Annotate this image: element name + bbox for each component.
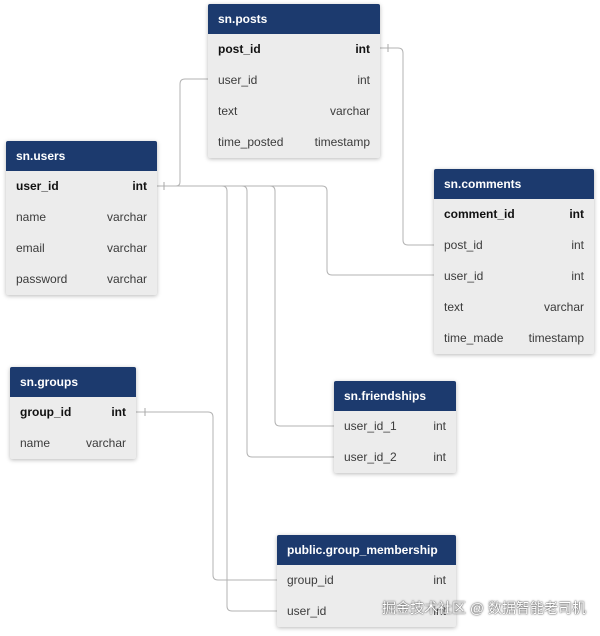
column-type: int — [569, 207, 584, 221]
connector-users-posts — [157, 78, 208, 187]
table-title: sn.posts — [208, 4, 380, 34]
column-name: user_id_2 — [344, 450, 397, 464]
column-name: user_id_1 — [344, 419, 397, 433]
connector-users-friendships-2 — [157, 185, 334, 458]
column-type: varchar — [543, 300, 584, 314]
column-name: text — [218, 104, 238, 118]
column-type: int — [357, 73, 370, 87]
column-row[interactable]: password varchar — [6, 264, 157, 295]
column-name: user_id — [287, 604, 327, 618]
column-row[interactable]: time_posted timestamp — [208, 127, 380, 158]
table-title: sn.users — [6, 141, 157, 171]
connector-groups-membership — [136, 411, 277, 581]
column-row[interactable]: name varchar — [6, 202, 157, 233]
column-type: int — [355, 42, 370, 56]
table-sn-users[interactable]: sn.users user_id int name varchar email varch… — [6, 141, 157, 295]
column-type: varchar — [106, 272, 147, 286]
column-name: time_posted — [218, 135, 284, 149]
connector-users-comments — [157, 185, 434, 276]
column-name: comment_id — [444, 207, 515, 221]
column-name: group_id — [20, 405, 72, 419]
column-name: time_made — [444, 331, 504, 345]
column-row[interactable]: post_id int — [208, 34, 380, 65]
column-row[interactable]: post_id int — [434, 230, 594, 261]
column-name: text — [444, 300, 464, 314]
table-title: sn.comments — [434, 169, 594, 199]
column-type: int — [111, 405, 126, 419]
column-row[interactable]: email varchar — [6, 233, 157, 264]
connector-users-friendships-1 — [157, 185, 334, 427]
column-row[interactable]: name varchar — [10, 428, 136, 459]
column-type: int — [433, 419, 446, 433]
connector-users-membership — [157, 185, 277, 612]
column-type: int — [433, 604, 446, 618]
table-sn-groups[interactable]: sn.groups group_id int name varchar — [10, 367, 136, 459]
column-type: int — [132, 179, 147, 193]
watermark: 掘金技术社区 @ 数据智能老司机 — [382, 600, 586, 616]
column-row[interactable]: user_id_1 int — [334, 411, 456, 442]
column-name: post_id — [444, 238, 483, 252]
column-type: timestamp — [528, 331, 584, 345]
column-name: user_id — [444, 269, 484, 283]
column-row[interactable]: time_made timestamp — [434, 323, 594, 354]
table-title: public.group_membership — [277, 535, 456, 565]
column-name: post_id — [218, 42, 261, 56]
column-row[interactable]: group_id int — [277, 565, 456, 596]
column-row[interactable]: text varchar — [434, 292, 594, 323]
column-type: int — [571, 238, 584, 252]
column-name: email — [16, 241, 45, 255]
column-name: password — [16, 272, 68, 286]
column-row[interactable]: comment_id int — [434, 199, 594, 230]
column-type: varchar — [329, 104, 370, 118]
column-name: user_id — [16, 179, 59, 193]
column-type: varchar — [85, 436, 126, 450]
table-title: sn.groups — [10, 367, 136, 397]
column-type: int — [433, 450, 446, 464]
column-type: int — [433, 573, 446, 587]
connector-posts-comments — [380, 47, 434, 246]
column-row[interactable]: text varchar — [208, 96, 380, 127]
column-row[interactable]: user_id int — [434, 261, 594, 292]
column-row[interactable]: user_id int — [277, 596, 456, 627]
column-row[interactable]: user_id_2 int — [334, 442, 456, 473]
column-row[interactable]: group_id int — [10, 397, 136, 428]
column-type: varchar — [106, 210, 147, 224]
column-type: int — [571, 269, 584, 283]
column-name: group_id — [287, 573, 334, 587]
column-type: varchar — [106, 241, 147, 255]
column-name: user_id — [218, 73, 258, 87]
column-name: name — [20, 436, 51, 450]
table-title: sn.friendships — [334, 381, 456, 411]
column-type: timestamp — [314, 135, 370, 149]
column-name: name — [16, 210, 47, 224]
column-row[interactable]: user_id int — [6, 171, 157, 202]
column-row[interactable]: user_id int — [208, 65, 380, 96]
